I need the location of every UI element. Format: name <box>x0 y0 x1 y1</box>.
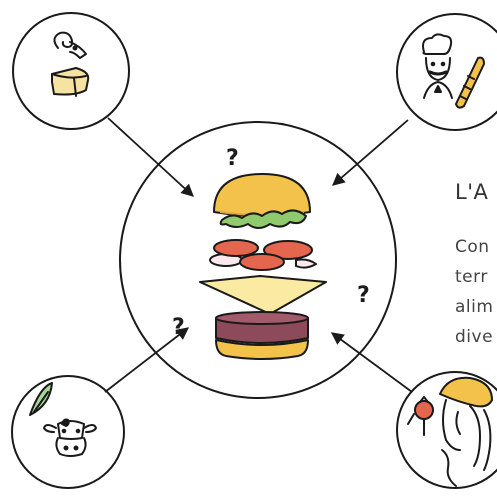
burger-cheese <box>199 275 327 315</box>
question-mark-left: ? <box>172 315 185 340</box>
body-text-line-4: dive <box>455 327 494 347</box>
burger-icon <box>199 173 327 360</box>
question-mark-top: ? <box>226 146 239 171</box>
cow-leaf-icon <box>29 382 97 457</box>
section-title: L'A <box>455 180 489 204</box>
arrow-baker-to-burger <box>332 119 409 186</box>
burger-lettuce <box>219 209 307 229</box>
baker-baguette-icon <box>422 33 485 109</box>
burger-bottom-bun <box>215 339 309 360</box>
arrow-farmer-to-burger <box>330 332 413 393</box>
body-text-line-3: alim <box>455 297 494 317</box>
central-circle <box>119 121 397 399</box>
goat-cheese-icon <box>51 31 90 97</box>
cow-circle <box>11 375 125 489</box>
body-text-line-2: terr <box>455 267 488 287</box>
farmer-tomato-icon <box>407 376 493 487</box>
burger-tomato-center <box>239 253 285 271</box>
body-text-line-1: Con <box>455 237 490 257</box>
arrow-cow-to-burger <box>104 327 189 393</box>
burger-tomato-left <box>213 239 259 257</box>
question-mark-right: ? <box>357 283 370 308</box>
arrow-goat-to-burger <box>107 117 194 197</box>
burger-tomato-right <box>263 240 313 260</box>
